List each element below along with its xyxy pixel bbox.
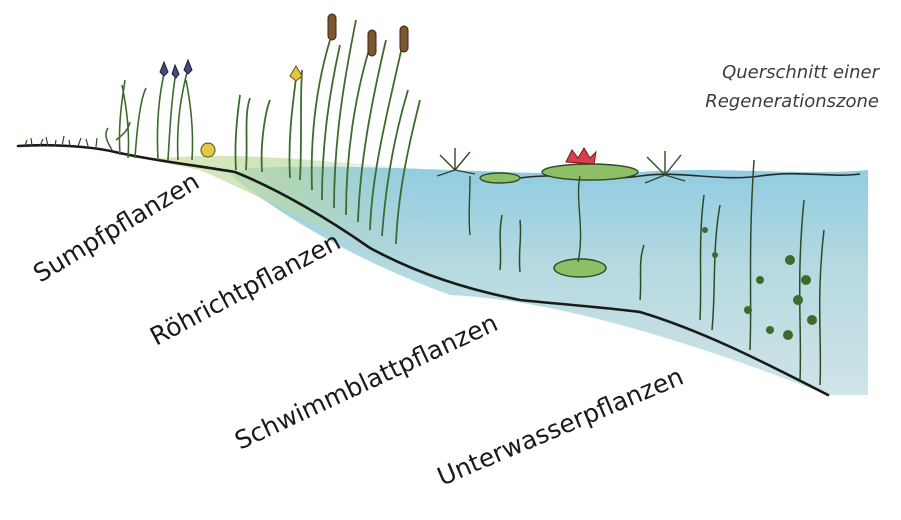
diagram-caption: Querschnitt einer Regenerationszone bbox=[705, 58, 879, 116]
caption-line-1: Querschnitt einer bbox=[705, 58, 879, 87]
cattail-icon bbox=[328, 14, 408, 56]
caption-line-2: Regenerationszone bbox=[705, 87, 879, 116]
water-lily-flower-icon bbox=[566, 148, 596, 164]
marsh-plants-icon bbox=[106, 68, 193, 160]
zone-label-roehrichtpflanzen: Röhrichtpflanzen bbox=[145, 227, 345, 352]
zone-label-sumpfpflanzen: Sumpfpflanzen bbox=[28, 167, 204, 289]
zone-label-schwimmblattpflanzen: Schwimmblattpflanzen bbox=[230, 308, 502, 455]
iris-flowers-icon bbox=[160, 60, 192, 78]
zone-label-unterwasserpflanzen: Unterwasserpflanzen bbox=[433, 362, 688, 492]
small-yellow-flower-icon bbox=[201, 143, 215, 157]
yellow-iris-icon bbox=[290, 66, 302, 81]
